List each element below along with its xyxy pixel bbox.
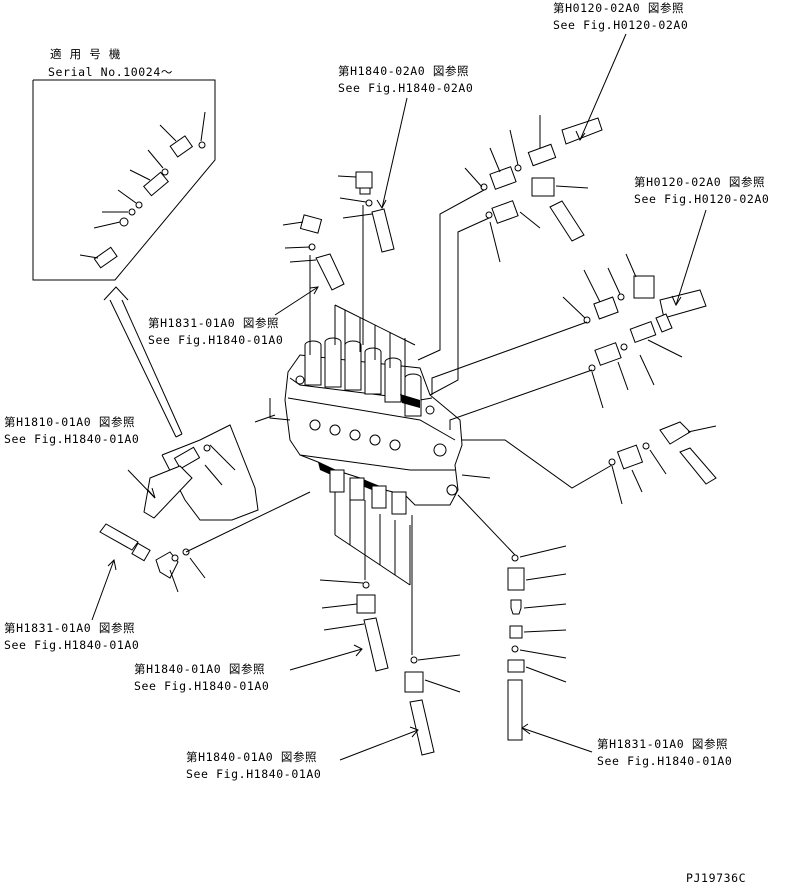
- reference-h1840-01a0-b: 第H1840-01A0 図参照 See Fig.H1840-01A0: [186, 750, 321, 781]
- reference-jp: 第H1810-01A0 図参照: [4, 415, 135, 429]
- reference-h1831-left: 第H1831-01A0 図参照 See Fig.H1840-01A0: [4, 621, 139, 652]
- reference-en: See Fig.H1840-01A0: [4, 432, 139, 446]
- left-lower-fittings: [91, 491, 311, 621]
- reference-en: See Fig.H1840-02A0: [338, 81, 473, 95]
- reference-en: See Fig.H0120-02A0: [634, 192, 769, 206]
- reference-en: See Fig.H1840-01A0: [597, 754, 732, 768]
- bottom-guide-lines: [334, 492, 413, 655]
- reference-en: See Fig.H1840-01A0: [148, 333, 283, 347]
- bottom-centre-fittings: [289, 579, 461, 761]
- valve-spools: [304, 337, 422, 417]
- reference-h1840-01a0-a: 第H1840-01A0 図参照 See Fig.H1840-01A0: [134, 662, 269, 693]
- reference-h0120-top: 第H0120-02A0 図参照 See Fig.H0120-02A0: [553, 1, 688, 32]
- reference-h1831-mid: 第H1831-01A0 図参照 See Fig.H1840-01A0: [148, 316, 283, 347]
- serial-note-jp: 適 用 号 機: [50, 47, 121, 61]
- left-flange-detail: [127, 398, 291, 521]
- right-lower-fittings: [461, 421, 717, 505]
- reference-jp: 第H0120-02A0 図参照: [634, 175, 765, 189]
- inset-leaders: [79, 111, 206, 259]
- reference-en: See Fig.H1840-01A0: [186, 767, 321, 781]
- upper-left-fittings: [274, 214, 345, 316]
- inset-frame: [32, 79, 216, 281]
- serial-note: 適 用 号 機 Serial No.10024～: [48, 47, 173, 79]
- drawing-number: PJ19736C: [686, 871, 746, 885]
- reference-jp: 第H1840-01A0 図参照: [134, 662, 265, 676]
- reference-en: See Fig.H1840-01A0: [134, 679, 269, 693]
- reference-jp: 第H1831-01A0 図参照: [148, 316, 279, 330]
- top-right-fittings: [417, 33, 627, 396]
- inset-detail: [32, 79, 216, 438]
- reference-en: See Fig.H1840-01A0: [4, 638, 139, 652]
- right-middle-fittings: [431, 209, 707, 430]
- valve-bottom-stubs: [329, 469, 407, 515]
- serial-note-en: Serial No.10024～: [48, 65, 173, 79]
- reference-jp: 第H0120-02A0 図参照: [553, 1, 684, 15]
- reference-h1810: 第H1810-01A0 図参照 See Fig.H1840-01A0: [4, 415, 139, 446]
- reference-h1840-02a0: 第H1840-02A0 図参照 See Fig.H1840-02A0: [338, 64, 473, 95]
- control-valve-body: [284, 337, 463, 515]
- reference-jp: 第H1831-01A0 図参照: [4, 621, 135, 635]
- reference-h0120-right: 第H0120-02A0 図参照 See Fig.H0120-02A0: [634, 175, 769, 206]
- reference-jp: 第H1840-01A0 図参照: [186, 750, 317, 764]
- reference-jp: 第H1840-02A0 図参照: [338, 64, 469, 78]
- inset-parts: [93, 135, 206, 269]
- reference-jp: 第H1831-01A0 図参照: [597, 737, 728, 751]
- top-middle-fittings: [337, 97, 408, 253]
- valve-ports: [295, 375, 458, 496]
- inset-arrow: [103, 286, 183, 438]
- reference-h1831-bottom: 第H1831-01A0 図参照 See Fig.H1840-01A0: [597, 737, 732, 768]
- top-guide-lines: [309, 205, 416, 378]
- bottom-right-fittings: [457, 494, 593, 753]
- reference-en: See Fig.H0120-02A0: [553, 18, 688, 32]
